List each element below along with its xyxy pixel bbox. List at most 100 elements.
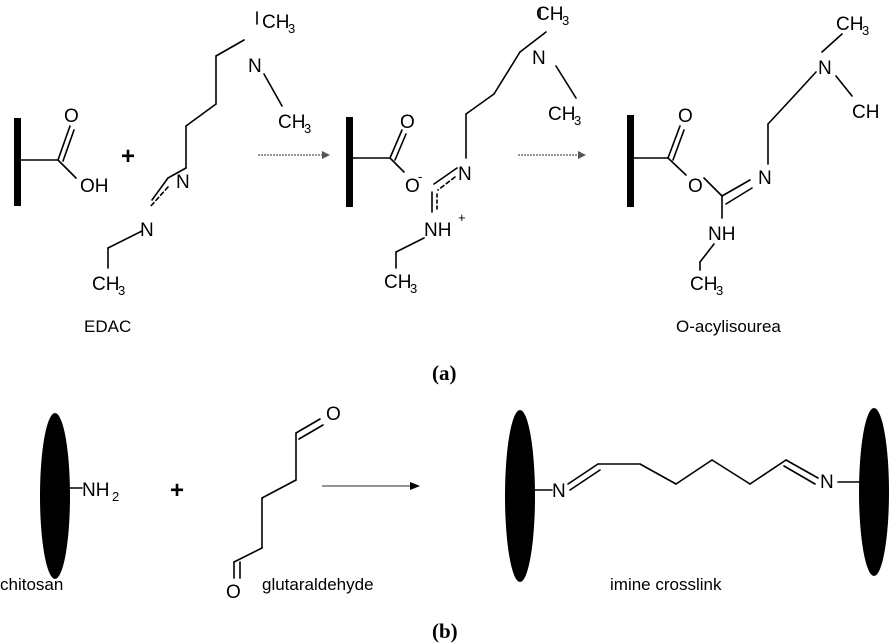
ester-oxygen-label: O bbox=[688, 176, 703, 197]
bond bbox=[493, 51, 521, 95]
bond bbox=[437, 176, 456, 191]
bond bbox=[767, 95, 795, 125]
nh-label: NH bbox=[708, 224, 735, 245]
reaction-arrow bbox=[258, 151, 330, 159]
arrow-head bbox=[410, 482, 420, 490]
bond bbox=[783, 465, 816, 485]
carbonyl-oxygen-label: O bbox=[64, 106, 79, 127]
imine-nitrogen-label: N bbox=[140, 220, 154, 241]
intermediate-structure: O O - N CH 3 CH 3 N NH + CH 3 bbox=[346, 4, 581, 296]
bond bbox=[394, 133, 407, 161]
negative-charge: - bbox=[418, 169, 422, 184]
bond bbox=[295, 418, 321, 434]
plus-sign: + bbox=[170, 477, 184, 504]
bond bbox=[672, 129, 685, 161]
bond bbox=[433, 167, 458, 185]
amine-nitrogen-label: N bbox=[532, 48, 546, 69]
bond bbox=[721, 179, 751, 197]
methyl-label: CH bbox=[262, 12, 289, 33]
bond bbox=[725, 187, 753, 205]
bond bbox=[711, 459, 751, 485]
bond bbox=[667, 125, 681, 159]
bond bbox=[263, 73, 283, 107]
bond bbox=[233, 547, 263, 563]
glutaraldehyde-caption: glutaraldehyde bbox=[262, 575, 374, 594]
plus-sign: + bbox=[121, 143, 135, 170]
panel-b-label: (b) bbox=[432, 619, 458, 643]
bond bbox=[821, 33, 843, 53]
bond bbox=[215, 39, 245, 57]
methyl-subscript: 3 bbox=[562, 13, 569, 28]
amine-nitrogen-label: N bbox=[818, 58, 832, 79]
o-acylisourea-structure: O O N NH N CH 3 CH CH 3 O-acylisourea bbox=[627, 14, 879, 336]
surface-carboxylic-acid: O OH bbox=[14, 106, 109, 206]
glutaraldehyde-structure: O O glutaraldehyde bbox=[226, 404, 374, 603]
bond bbox=[107, 230, 143, 249]
reaction-arrow bbox=[518, 151, 586, 159]
carboxylate-oxygen-label: O bbox=[400, 112, 415, 133]
arrow-head bbox=[322, 151, 330, 159]
bond bbox=[569, 469, 601, 491]
bond bbox=[749, 459, 787, 485]
bond bbox=[151, 177, 169, 201]
bond bbox=[519, 31, 547, 53]
reaction-arrow bbox=[322, 482, 420, 490]
bond bbox=[389, 157, 405, 173]
amine-nitrogen-label: N bbox=[248, 56, 262, 77]
bond bbox=[465, 93, 495, 115]
chitosan-caption: chitosan bbox=[0, 575, 63, 594]
imine-nitrogen-label: N bbox=[458, 164, 472, 185]
bond bbox=[298, 424, 324, 440]
methyl-subscript: 3 bbox=[288, 21, 295, 36]
bond bbox=[185, 103, 217, 127]
o-acylisourea-caption: O-acylisourea bbox=[676, 317, 781, 336]
panel-b: NH 2 chitosan + O O glutaraldehyde bbox=[0, 404, 889, 643]
bond bbox=[639, 463, 677, 485]
aldehyde-oxygen-label: O bbox=[326, 404, 341, 425]
amine-subscript: 2 bbox=[112, 489, 119, 504]
imine-nitrogen-label: N bbox=[820, 472, 834, 493]
hydroxyl-label: OH bbox=[80, 176, 109, 197]
imine-nitrogen-label: N bbox=[552, 481, 566, 502]
methyl-subscript: 3 bbox=[716, 283, 723, 298]
methyl-label: CH bbox=[384, 272, 411, 293]
methyl-subscript: 3 bbox=[118, 283, 125, 298]
bond bbox=[167, 167, 187, 179]
methyl-subscript: 3 bbox=[862, 23, 869, 38]
bond bbox=[699, 243, 715, 263]
methyl-label: CH bbox=[852, 102, 879, 123]
carbonyl-oxygen-label: O bbox=[678, 106, 693, 127]
bond bbox=[149, 186, 169, 208]
imine-nitrogen-label: N bbox=[176, 172, 190, 193]
bond bbox=[555, 65, 577, 99]
bond bbox=[395, 237, 425, 253]
bond bbox=[785, 459, 819, 479]
bond bbox=[261, 479, 297, 499]
bond bbox=[793, 71, 817, 97]
protonated-nitrogen-label: NH bbox=[424, 220, 451, 241]
bond bbox=[57, 159, 77, 179]
methyl-label: CH bbox=[92, 274, 119, 295]
bond bbox=[835, 75, 853, 97]
bond bbox=[389, 129, 403, 159]
surface-bar bbox=[627, 115, 634, 207]
methyl-label: CH bbox=[278, 112, 305, 133]
panel-a: O OH + N CH 3 CH 3 N N CH 3 EDAC bbox=[14, 4, 879, 385]
bond bbox=[57, 125, 71, 161]
chitosan-particle bbox=[859, 408, 889, 576]
positive-charge: + bbox=[458, 210, 466, 225]
chitosan-structure: NH 2 chitosan bbox=[0, 413, 119, 594]
arrow-head bbox=[578, 151, 586, 159]
surface-bar bbox=[14, 118, 21, 206]
bond bbox=[667, 157, 687, 176]
chitosan-particle bbox=[505, 410, 535, 582]
imine-crosslink-caption: imine crosslink bbox=[610, 575, 722, 594]
bond bbox=[567, 463, 599, 485]
imine-nitrogen-label: N bbox=[758, 168, 772, 189]
bond bbox=[675, 459, 713, 485]
aldehyde-oxygen-label: O bbox=[226, 582, 241, 603]
methyl-label: CH bbox=[536, 4, 563, 25]
methyl-subscript: 3 bbox=[304, 121, 311, 136]
carboxylate-oxygen-label: O bbox=[405, 176, 420, 197]
chitosan-particle bbox=[40, 413, 70, 579]
